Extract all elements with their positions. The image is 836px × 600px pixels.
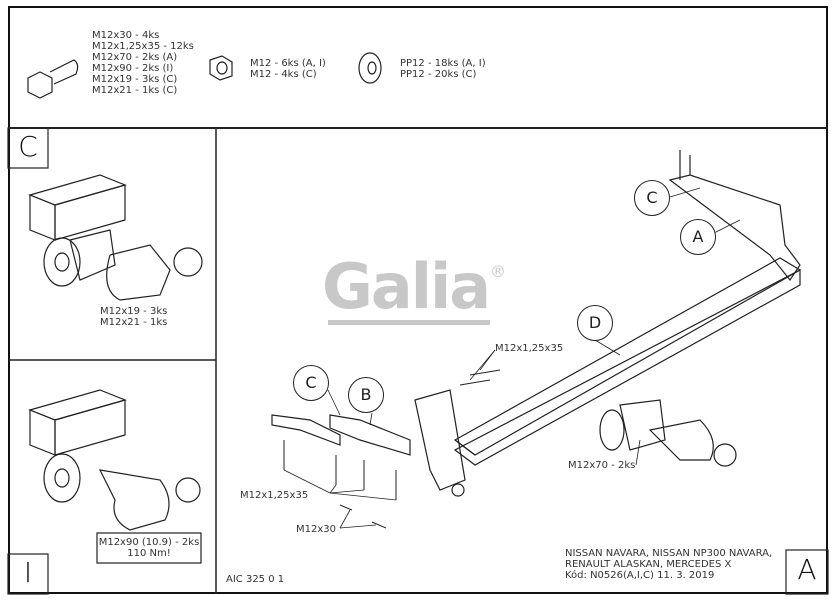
label-bolt-top: M12x1,25x35 [495, 343, 564, 354]
panel-i-letter: I [23, 556, 33, 589]
panel-c-labels: M12x19 - 3ks M12x21 - 1ks [100, 306, 167, 328]
towbar-drawing [271, 150, 802, 529]
vehicle-line: RENAULT ALASKAN, MERCEDES X [565, 559, 732, 570]
bolt-icon [27, 59, 79, 99]
bolt-item: M12x21 - 1ks (C) [92, 85, 178, 96]
panel-c-label: M12x19 - 3ks [100, 306, 168, 317]
torque-note: 110 Nm! [127, 548, 171, 559]
galia-logo: Galia [322, 250, 491, 323]
drawing-frame [8, 6, 828, 594]
washer-item: PP12 - 20ks (C) [400, 69, 477, 80]
label-bolt-m30: M12x30 [296, 524, 336, 535]
bolt-item: M12x90 - 2ks (I) [92, 63, 174, 74]
logo-underline [328, 320, 490, 325]
bolt-item: M12x1,25x35 - 12ks [92, 41, 194, 52]
vehicle-line: NISSAN NAVARA, NISSAN NP300 NAVARA, [565, 548, 773, 559]
nut-icon [209, 55, 233, 81]
bolt-item: M12x30 - 4ks [92, 30, 160, 41]
panel-i-label: M12x90 (10.9) - 2ks [98, 537, 200, 548]
label-bolt-a: M12x70 - 2ks [568, 460, 636, 471]
label-bolt-left: M12x1,25x35 [240, 490, 309, 501]
variant-letter: A [797, 553, 817, 586]
bolt-item: M12x19 - 3ks (C) [92, 74, 178, 85]
bolt-list: M12x30 - 4ks M12x1,25x35 - 12ks M12x70 -… [92, 30, 194, 96]
callout-c-left: C [293, 365, 329, 401]
nut-item: M12 - 6ks (A, I) [250, 58, 326, 69]
drawing-number: AIC 325 0 1 [226, 574, 285, 585]
panel-c-letter: C [18, 130, 38, 163]
panel-i-labels: M12x90 (10.9) - 2ks 110 Nm! [97, 537, 201, 559]
callout-c-top: C [634, 180, 670, 216]
washer-item: PP12 - 18ks (A, I) [400, 58, 486, 69]
washer-icon [358, 52, 382, 84]
nut-item: M12 - 4ks (C) [250, 69, 317, 80]
callout-d: D [577, 305, 613, 341]
washer-list: PP12 - 18ks (A, I) PP12 - 20ks (C) [400, 58, 486, 80]
code-date: Kód: N0526(A,I,C) 11. 3. 2019 [565, 570, 715, 581]
registered-mark: ® [490, 262, 506, 281]
panel-i-drawing [28, 389, 201, 531]
callout-b: B [348, 377, 384, 413]
vehicle-info: NISSAN NAVARA, NISSAN NP300 NAVARA, RENA… [565, 548, 772, 581]
bolt-item: M12x70 - 2ks (A) [92, 52, 178, 63]
panel-c-label: M12x21 - 1ks [100, 317, 168, 328]
nut-list: M12 - 6ks (A, I) M12 - 4ks (C) [250, 58, 326, 80]
callout-a: A [680, 219, 716, 255]
panel-c-drawing [28, 174, 203, 301]
